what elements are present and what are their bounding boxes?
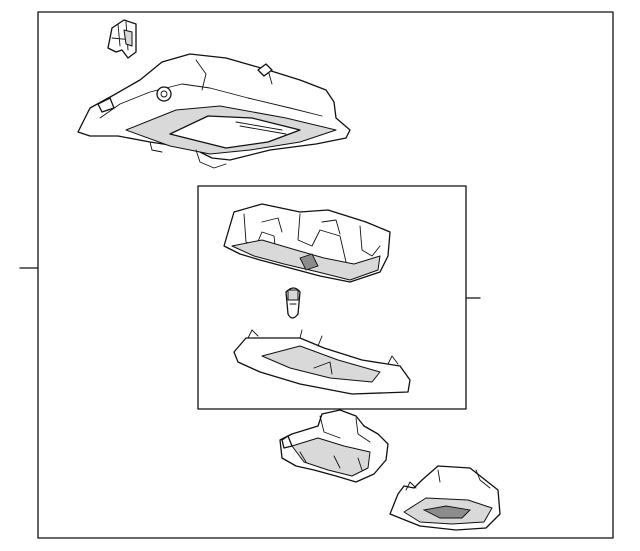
- outer-frame: [19, 11, 614, 539]
- retainer-clip: [107, 19, 137, 59]
- lamp-assembly: [197, 185, 481, 410]
- sunglass-holder: [389, 465, 501, 531]
- console-housing: [77, 53, 351, 169]
- bulb: [285, 287, 301, 319]
- lamp-housing: [223, 203, 391, 283]
- lamp-lens-bezel: [233, 329, 411, 395]
- lamp-unit: [279, 409, 389, 483]
